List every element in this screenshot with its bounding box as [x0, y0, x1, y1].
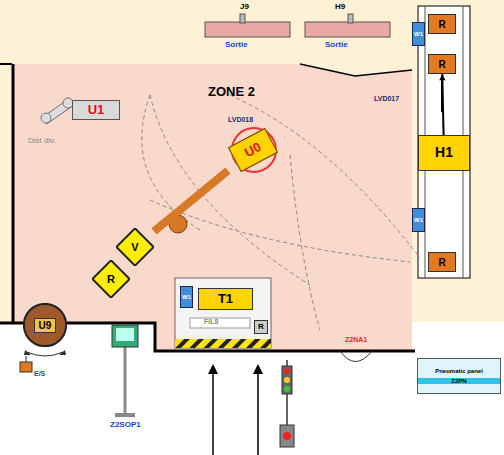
- zone-floor: [12, 64, 412, 350]
- tool-diamond: R: [92, 260, 130, 298]
- plan-label: E/S: [34, 370, 45, 377]
- node-text: V: [131, 241, 138, 253]
- wall: [300, 64, 412, 76]
- plan-label: Dist div.: [28, 136, 56, 145]
- node-text: R: [107, 273, 115, 285]
- plan-label: Z2SOP1: [110, 420, 141, 429]
- conveyor: [418, 6, 470, 278]
- pallet-box: R: [254, 320, 268, 334]
- node-text: Z2PN: [418, 378, 500, 385]
- robot-arm: [154, 171, 228, 232]
- unit-box: U1: [72, 100, 120, 120]
- node-text: R: [438, 19, 445, 30]
- node-text: R: [258, 323, 264, 332]
- operator-panel: [112, 325, 138, 347]
- plan-label: H9: [335, 2, 345, 11]
- node-text: U0: [242, 140, 263, 160]
- station-box: T1: [198, 288, 253, 310]
- outside-area: [0, 322, 504, 455]
- node-text: W1: [414, 31, 423, 38]
- pallet-box: R: [428, 252, 456, 272]
- plan-label: LVD018: [228, 116, 253, 123]
- output-bench: [205, 22, 290, 37]
- flow-arrow: [439, 74, 445, 135]
- estop: [20, 362, 32, 372]
- pallet-box: R: [428, 54, 456, 74]
- output-bench: [305, 22, 390, 37]
- plan-label: ZONE 2: [208, 84, 255, 99]
- node-text: T1: [218, 292, 233, 306]
- node-text: U1: [88, 103, 105, 117]
- plan-label: Sortie: [225, 40, 248, 49]
- plan-label: LVD017: [374, 95, 399, 102]
- sensor-tag: W1: [412, 22, 425, 46]
- node-text: U9: [34, 318, 57, 333]
- node-text: W1: [414, 217, 423, 224]
- node-text: H1: [435, 145, 453, 160]
- plan-label: J9: [240, 2, 249, 11]
- plan-label: Sortie: [325, 40, 348, 49]
- signal-light: [282, 366, 292, 394]
- sensor-tag: W1: [412, 208, 425, 232]
- tool-diamond: V: [116, 228, 154, 266]
- node-text: R: [438, 257, 445, 268]
- panel-box: Pneumatic panelZ2PN: [417, 358, 501, 394]
- turntable-circle: U9: [23, 303, 67, 347]
- plan-label: FIL8: [204, 318, 218, 325]
- sensor-tag: W1: [180, 286, 193, 308]
- wall: [12, 64, 15, 322]
- station-box: H1: [418, 135, 470, 171]
- node-text: W1: [182, 294, 191, 301]
- node-text: Pneumatic panel: [435, 368, 483, 375]
- node-text: R: [438, 59, 445, 70]
- plan-label: Z2NA1: [345, 336, 367, 343]
- pallet-box: R: [428, 14, 456, 34]
- distributor-icon: [41, 98, 73, 124]
- door: [340, 351, 372, 362]
- station-frame: [175, 278, 271, 348]
